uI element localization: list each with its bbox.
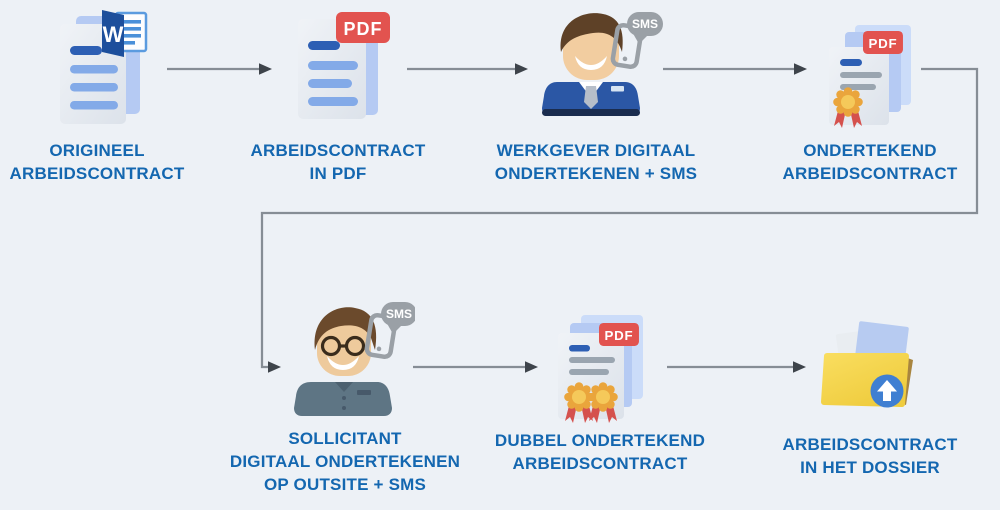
hair — [560, 13, 623, 52]
step-label-arbeidscontract-in-pdf: ARBEIDSCONTRACT IN PDF — [250, 141, 426, 183]
pdf-document-icon — [298, 12, 390, 119]
arrowhead-icon — [515, 63, 528, 75]
pocket — [357, 390, 371, 395]
hair — [314, 307, 377, 350]
arrowhead-icon — [259, 63, 272, 75]
pdf-badge — [863, 31, 903, 54]
arrowhead-icon — [268, 361, 281, 373]
collar — [335, 382, 353, 392]
pocket-square — [611, 86, 624, 92]
glasses — [320, 335, 366, 357]
tie — [584, 86, 598, 109]
step-label-dubbel-ondertekend-arbeidscontract: DUBBEL ONDERTEKEND ARBEIDSCONTRACT — [494, 431, 706, 473]
applicant-sign-sms-icon — [294, 294, 415, 416]
step-label-arbeidscontract-in-het-dossier: ARBEIDSCONTRACT IN HET DOSSIER — [782, 435, 958, 477]
word-logo: W — [102, 10, 148, 57]
word-logo-letter: W — [103, 22, 124, 47]
upload-arrow-icon — [877, 380, 897, 401]
double-signed-pdf-contract-icon — [558, 315, 643, 423]
folder-upload-icon — [821, 321, 913, 408]
arrowhead-icon — [525, 361, 538, 373]
employer-sign-sms-icon — [542, 6, 665, 116]
word-document-icon: W — [60, 10, 148, 124]
step-label-sollicitant-digitaal-ondertekenen: SOLLICITANT DIGITAAL ONDERTEKENEN OP OUT… — [229, 429, 461, 494]
arrow-step4-step5-wrap — [260, 67, 979, 369]
smile — [327, 356, 359, 370]
smile — [575, 56, 607, 70]
arrowhead-icon — [794, 63, 807, 75]
step-label-ondertekend-arbeidscontract: ONDERTEKEND ARBEIDSCONTRACT — [782, 141, 958, 183]
step-label-origineel-arbeidscontract: ORIGINEEL ARBEIDSCONTRACT — [9, 141, 185, 183]
signed-pdf-contract-icon — [829, 25, 911, 128]
step-label-werkgever-digitaal-ondertekenen: WERKGEVER DIGITAAL ONDERTEKENEN + SMS — [494, 141, 698, 183]
pdf-badge — [336, 12, 390, 43]
arrowhead-icon — [793, 361, 806, 373]
pdf-badge — [599, 323, 639, 346]
